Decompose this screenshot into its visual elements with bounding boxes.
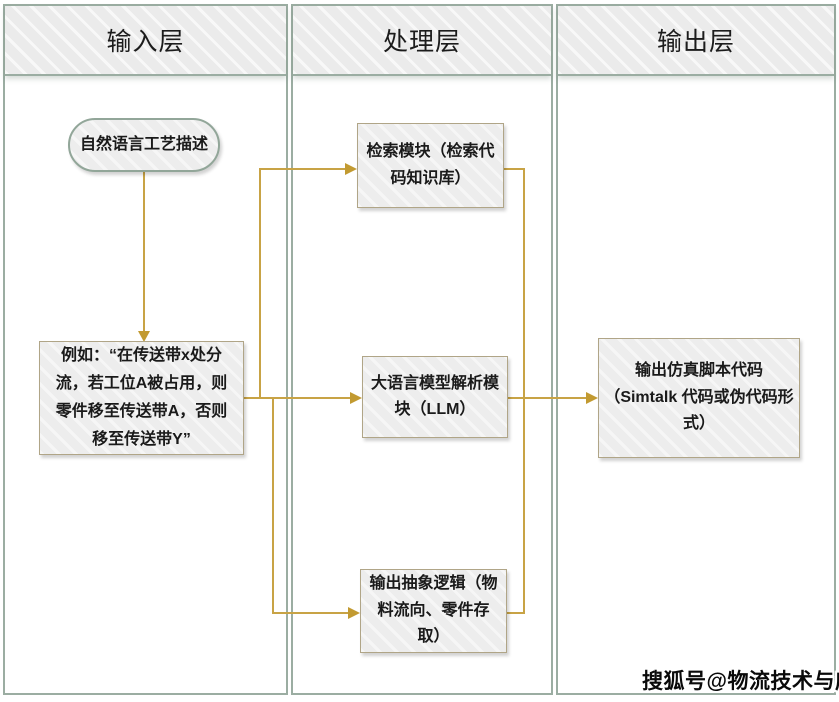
lane-process-header: 处理层	[293, 6, 551, 76]
edge-example-to-abstract	[272, 612, 348, 614]
node-label: 大语言模型解析模 块（LLM）	[370, 374, 499, 418]
lane-input-title: 输入层	[106, 28, 185, 56]
node-label: 检索模块（检索代 码知识库）	[366, 143, 495, 187]
node-label: 输出抽象逻辑（物 料流向、零件存 取）	[369, 575, 498, 646]
node-abstract-logic-output: 输出抽象逻辑（物 料流向、零件存 取）	[360, 569, 507, 653]
edge-retrieval-merge	[523, 168, 525, 399]
node-example-text: 例如：“在传送带x处分 流，若工位A被占用，则 零件移至传送带A，否则 移至传送…	[39, 341, 244, 455]
lane-output-title: 输出层	[656, 28, 735, 56]
edge-example-to-retrieval	[259, 168, 345, 170]
edge-llm-to-simcode	[508, 397, 586, 399]
node-label: 例如：“在传送带x处分 流，若工位A被占用，则 零件移至传送带A，否则 移至传送…	[55, 347, 228, 448]
arrowhead-down-icon	[138, 331, 150, 342]
sohu-watermark: 搜狐号@物流技术与应用	[642, 670, 839, 693]
node-label: 输出仿真脚本代码 （Simtalk 代码或伪代码形 式）	[604, 362, 794, 433]
arrowhead-right-icon	[345, 163, 357, 175]
lane-process-title: 处理层	[382, 28, 461, 56]
node-retrieval-module: 检索模块（检索代 码知识库）	[357, 123, 504, 208]
node-natural-language-description: 自然语言工艺描述	[68, 118, 220, 172]
edge-example-branch-down	[272, 397, 274, 614]
lane-input-header: 输入层	[5, 6, 286, 76]
node-simulation-script-output: 输出仿真脚本代码 （Simtalk 代码或伪代码形 式）	[598, 338, 800, 458]
lane-output-header: 输出层	[558, 6, 834, 76]
arrowhead-right-icon	[350, 392, 362, 404]
edge-retrieval-out	[503, 168, 525, 170]
edge-abstract-out	[507, 612, 525, 614]
node-llm-parsing-module: 大语言模型解析模 块（LLM）	[362, 356, 508, 438]
edge-example-branch-up	[259, 168, 261, 399]
node-label: 自然语言工艺描述	[79, 135, 208, 153]
edge-example-to-llm	[243, 397, 350, 399]
arrowhead-right-icon	[586, 392, 598, 404]
edge-nl-to-example	[143, 172, 145, 332]
arrowhead-right-icon	[348, 607, 360, 619]
edge-abstract-merge	[523, 397, 525, 614]
